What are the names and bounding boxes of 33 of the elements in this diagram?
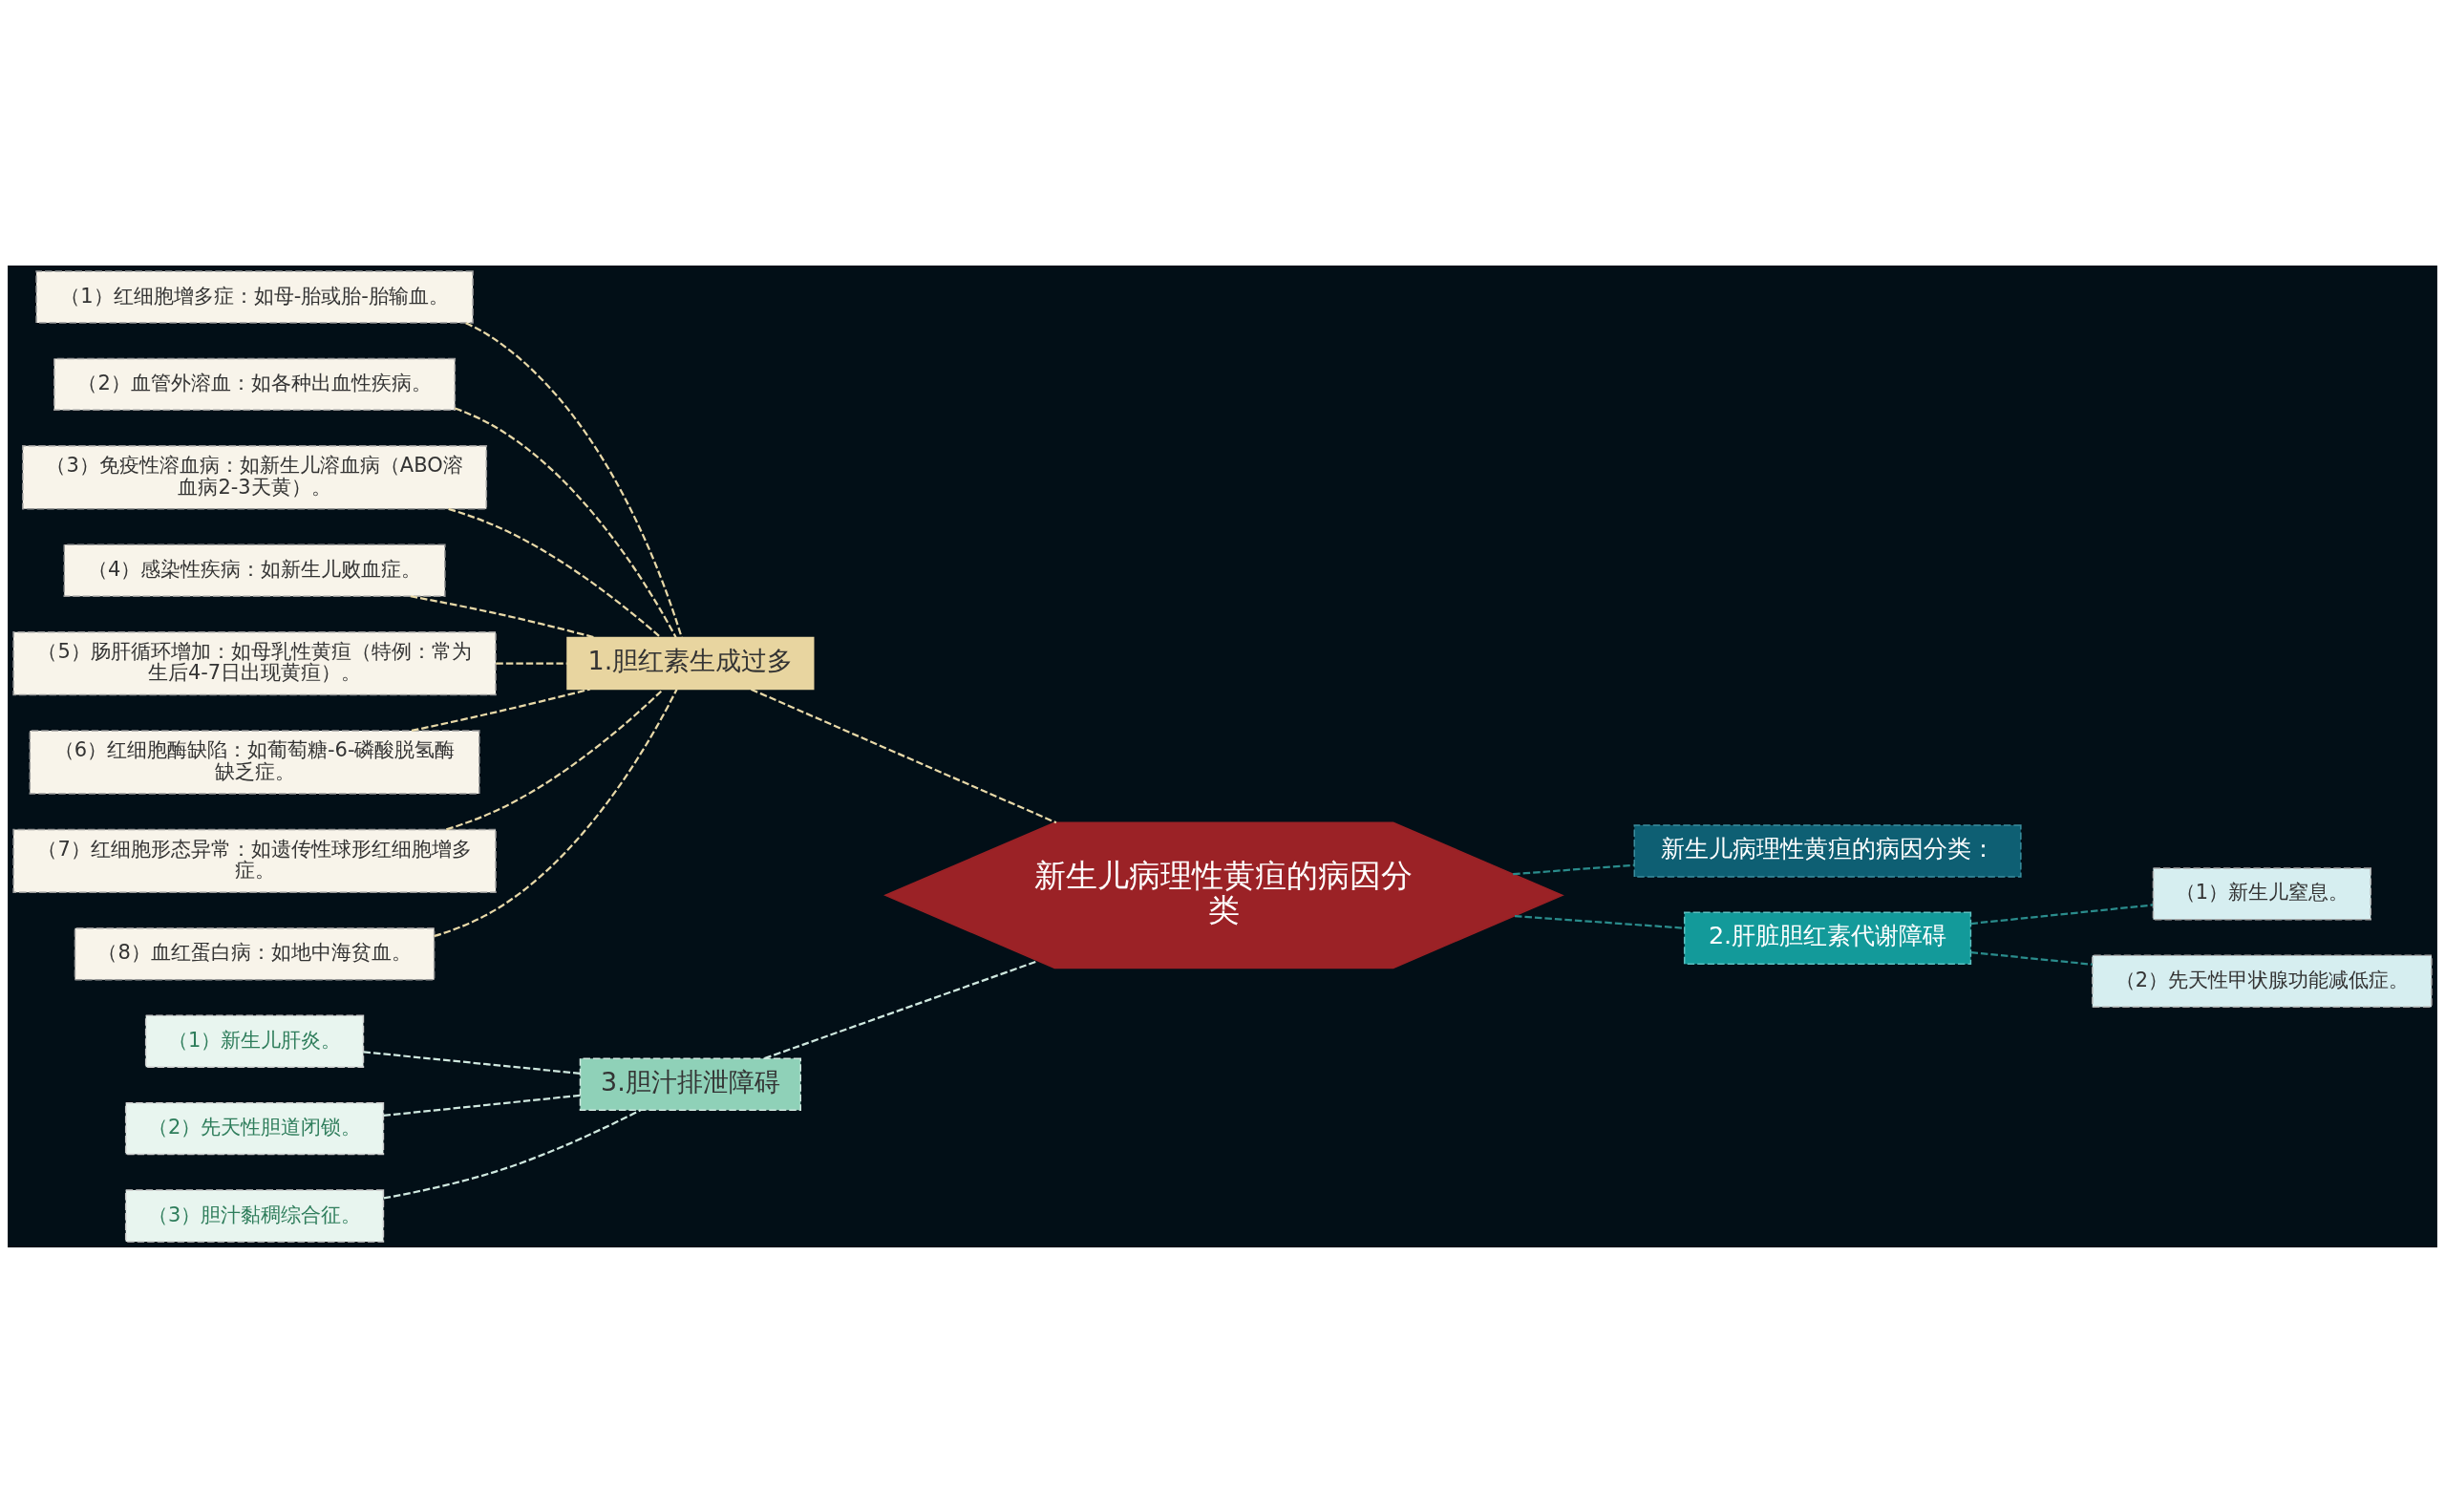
connector xyxy=(383,1108,642,1200)
node-box: （3）免疫性溶血病：如新生儿溶血病（ABO溶血病2-3天黄）。 xyxy=(22,444,488,509)
connector xyxy=(410,594,596,639)
connector xyxy=(1513,863,1635,875)
node-box: （7）红细胞形态异常：如遗传性球形红细胞增多症。 xyxy=(12,828,497,893)
node-box: （3）胆汁黏稠综合征。 xyxy=(124,1188,385,1243)
connector xyxy=(455,406,677,638)
node-box: 2.肝脏胆红素代谢障碍 xyxy=(1683,911,1972,965)
node-box: 3.胆汁排泄障碍 xyxy=(579,1056,801,1111)
connector xyxy=(764,959,1038,1059)
node-box: （1）红细胞增多症：如母-胎或胎-胎输血。 xyxy=(35,269,474,324)
node-box: （8）血红蛋白病：如地中海贫血。 xyxy=(74,926,436,980)
node-box: （2）先天性胆道闭锁。 xyxy=(124,1101,385,1155)
connector xyxy=(1970,950,2093,966)
node-box: （1）新生儿窒息。 xyxy=(2152,866,2371,921)
connector xyxy=(363,1050,581,1075)
connector xyxy=(496,661,567,665)
connector xyxy=(751,688,1057,823)
node-box: （4）感染性疾病：如新生儿败血症。 xyxy=(63,543,446,597)
connector xyxy=(1970,903,2154,925)
node-box: （5）肠肝循环增加：如母乳性黄疸（特例：常为生后4-7日出现黄疸）。 xyxy=(12,630,497,695)
node-box: （6）红细胞酶缺陷：如葡萄糖-6-磷酸脱氢酶缺乏症。 xyxy=(29,729,480,795)
node-box: （2）先天性甲状腺功能减低症。 xyxy=(2092,954,2433,1008)
node-box: 1.胆红素生成过多 xyxy=(566,636,815,690)
node-box: 新生儿病理性黄疸的病因分类： xyxy=(1633,823,2022,878)
node-box: （1）新生儿肝炎。 xyxy=(144,1014,365,1068)
connector xyxy=(1514,914,1685,929)
connector xyxy=(434,688,678,937)
connector xyxy=(411,688,590,732)
connector xyxy=(446,688,664,830)
connector xyxy=(383,1094,581,1117)
connector xyxy=(448,507,662,638)
node-box: （2）血管外溶血：如各种出血性疾病。 xyxy=(53,357,457,411)
